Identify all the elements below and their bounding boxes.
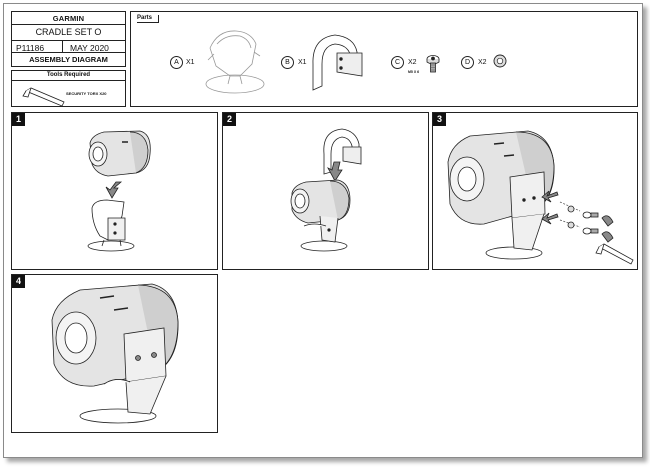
step-2-illustration [290,128,362,252]
cradle-part-icon [205,30,265,94]
part-d-letter: D [461,56,474,69]
part-b-letter: B [281,56,294,69]
part-date-row: P11186 MAY 2020 [12,40,125,53]
part-c-size: M5 X 6 [408,70,420,74]
document-date: MAY 2020 [70,43,109,53]
screw-part-icon [426,55,440,73]
document-title: CRADLE SET O [35,27,102,37]
title-block: GARMIN CRADLE SET O P11186 MAY 2020 ASSE… [11,11,126,67]
torx-key-icon [22,87,65,107]
document-type: ASSEMBLY DIAGRAM [29,55,108,64]
part-d-qty: X2 [478,59,487,66]
brand-name: GARMIN [12,14,125,25]
part-c-qty: X2 [408,59,417,66]
clamp-part-icon [312,34,363,91]
parts-label: Parts [137,15,160,23]
row-divider [62,41,63,52]
part-number: P11186 [16,43,45,53]
part-b-qty: X1 [298,59,307,66]
tools-label: Tools Required [12,72,125,81]
assembly-sheet: GARMIN CRADLE SET O P11186 MAY 2020 ASSE… [3,3,643,458]
part-c-letter: C [391,56,404,69]
step-3-illustration [447,130,634,265]
part-a-qty: X1 [186,59,195,66]
step-2-number: 2 [223,113,236,126]
step-1-number: 1 [12,113,25,126]
parts-box: Parts [130,11,638,107]
step-4-illustration [51,283,179,424]
step-1-illustration [87,130,151,252]
step-3-number: 3 [433,113,446,126]
washer-part-icon [493,54,507,68]
part-a-letter: A [170,56,183,69]
step-4-number: 4 [12,275,25,288]
tool-name: SECURITY TORX X20 [66,91,107,96]
